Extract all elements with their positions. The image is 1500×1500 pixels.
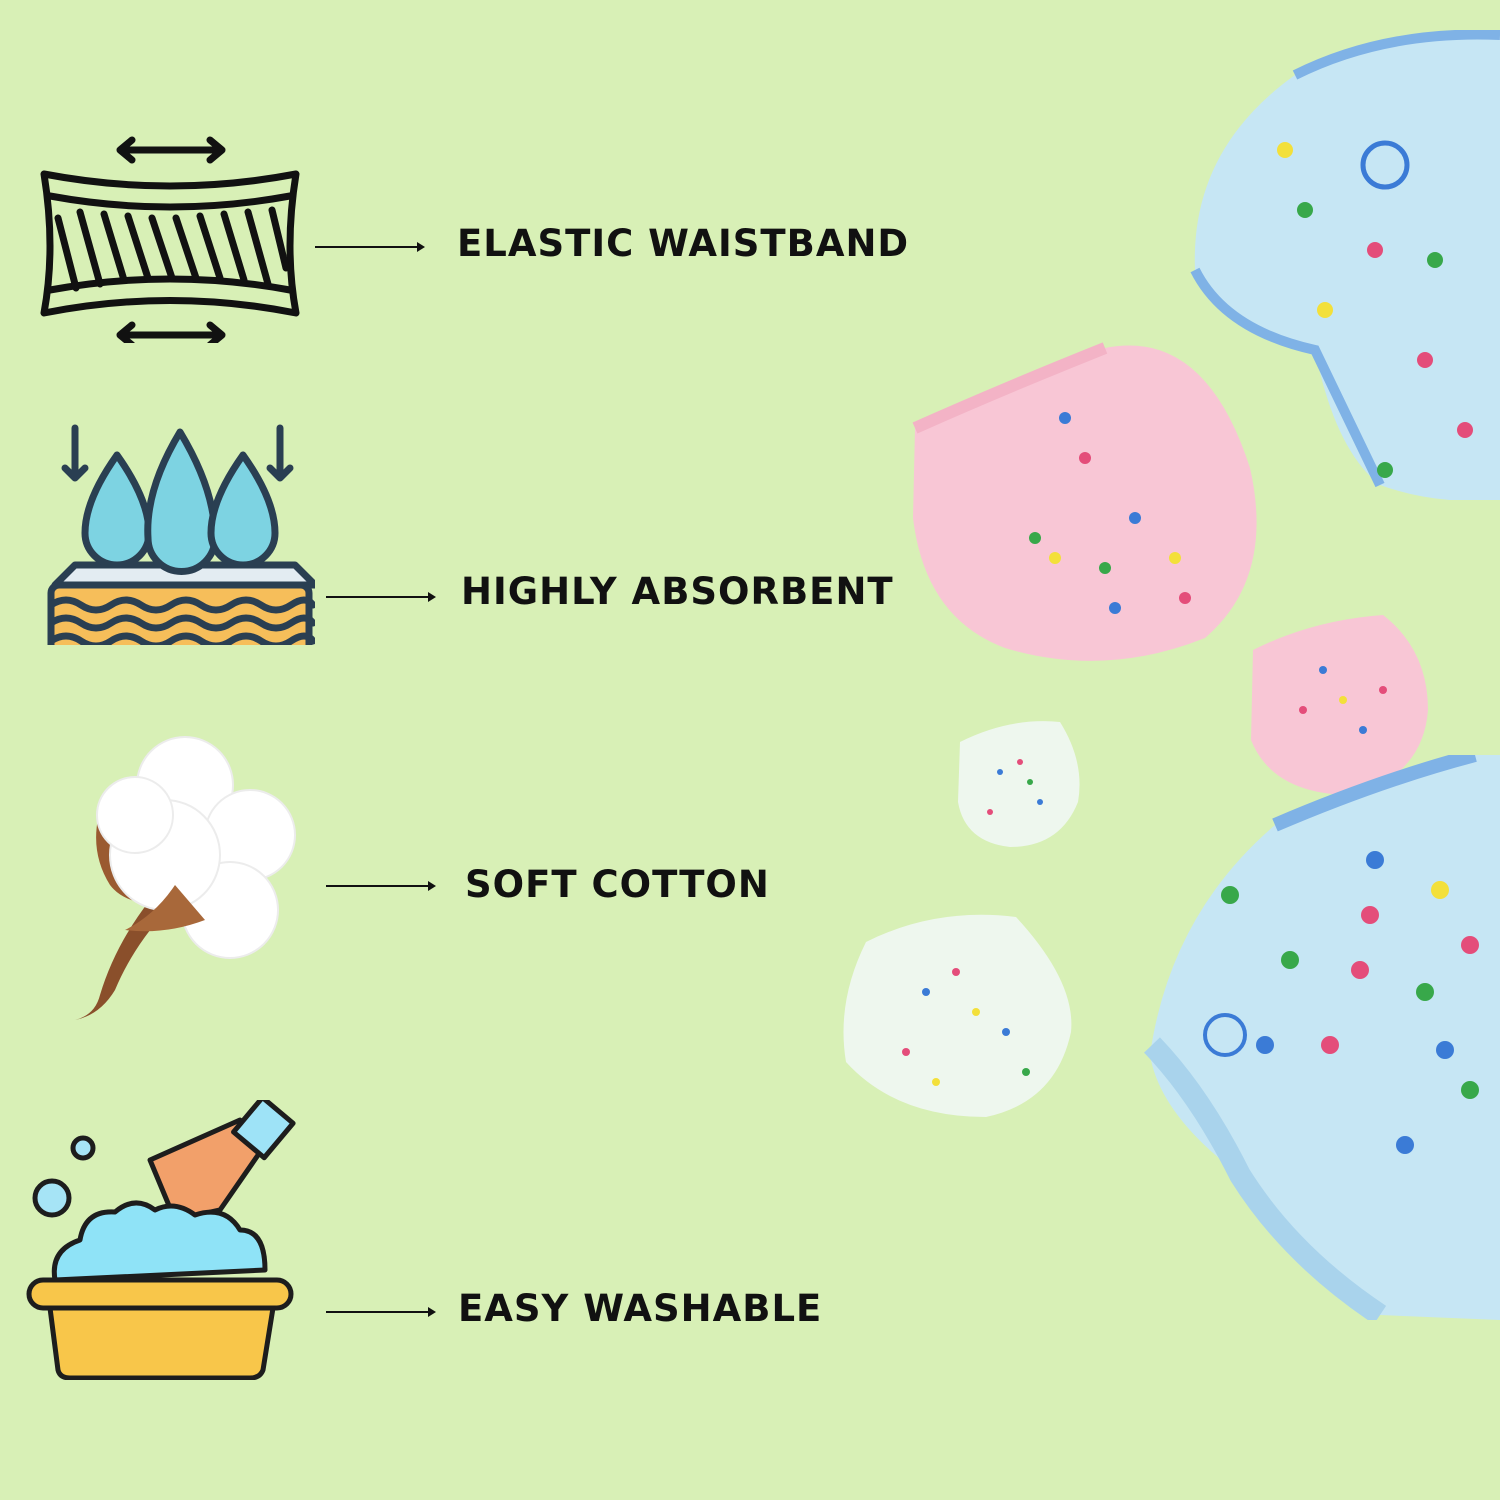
arrow-icon	[326, 881, 436, 891]
feature-highly-absorbent: HIGHLY ABSORBENT	[0, 420, 950, 650]
hand-washing-basin-icon	[26, 1100, 296, 1380]
product-photo-blue-large-bottom	[1144, 755, 1500, 1320]
elastic-waistband-icon	[40, 136, 300, 343]
feature-label: ELASTIC WAISTBAND	[457, 222, 910, 265]
product-photo-pink-small	[1251, 615, 1428, 795]
arrow-icon	[326, 1307, 436, 1317]
feature-soft-cotton: SOFT COTTON	[0, 720, 950, 1030]
product-photo-pink-medium	[912, 342, 1257, 661]
arrow-icon	[326, 592, 436, 602]
absorbent-layers-icon	[47, 424, 315, 645]
feature-elastic-waistband: ELASTIC WAISTBAND	[0, 120, 950, 350]
feature-label: HIGHLY ABSORBENT	[461, 570, 894, 613]
feature-label: EASY WASHABLE	[458, 1287, 823, 1330]
product-photo-white-small	[958, 721, 1080, 847]
product-photo-white-medium	[843, 914, 1072, 1117]
feature-label: SOFT COTTON	[465, 863, 770, 906]
cotton-boll-icon	[75, 736, 296, 1020]
arrow-icon	[315, 242, 425, 252]
feature-easy-washable: EASY WASHABLE	[0, 1100, 950, 1390]
product-photo-blue-large-top	[1190, 30, 1500, 500]
